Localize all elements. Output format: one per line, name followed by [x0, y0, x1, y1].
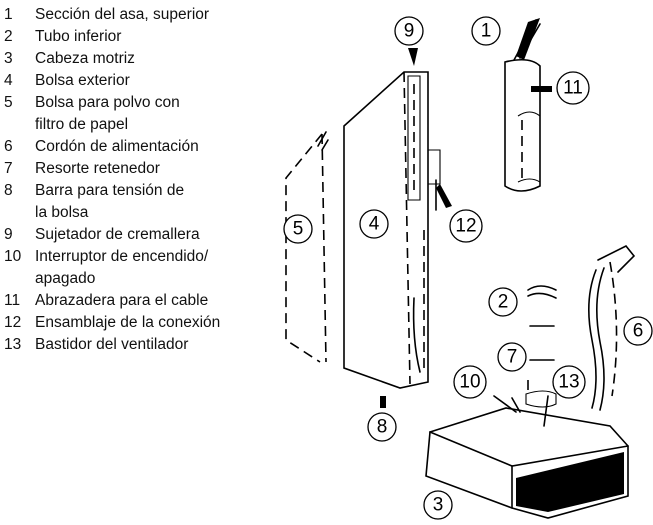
svg-text:8: 8 — [377, 417, 388, 438]
callout-7: 7 — [497, 342, 527, 372]
legend-item: 5 Bolsa para polvo con filtro de papel — [0, 92, 285, 136]
legend-item: 8 Barra para tensión de la bolsa — [0, 180, 285, 224]
svg-text:7: 7 — [507, 347, 518, 368]
legend-label: Resorte retenedor — [35, 160, 160, 177]
legend-number: 5 — [4, 94, 13, 111]
parts-legend: 1 Sección del asa, superior 2 Tubo inferior… — [0, 4, 285, 356]
legend-number: 13 — [4, 336, 22, 353]
svg-text:12: 12 — [455, 216, 476, 237]
legend-number: 4 — [4, 72, 13, 89]
legend-item: 10 Interruptor de encendido/apagado — [0, 246, 285, 290]
legend-item: 4 Bolsa exterior — [0, 70, 285, 92]
svg-text:6: 6 — [633, 321, 644, 342]
legend-label: Abrazadera para el cable — [35, 292, 209, 309]
legend-number: 10 — [4, 248, 22, 265]
legend-item: 2 Tubo inferior — [0, 26, 285, 48]
callout-13: 13 — [552, 365, 586, 399]
outer-bag-part — [343, 48, 452, 389]
legend-label: la bolsa — [35, 204, 89, 221]
legend-number: 1 — [4, 6, 13, 23]
dust-bag-part — [285, 131, 329, 363]
svg-text:5: 5 — [293, 219, 304, 240]
legend-number: 6 — [4, 138, 13, 155]
svg-text:2: 2 — [498, 292, 509, 313]
legend-item: 9 Sujetador de cremallera — [0, 224, 285, 246]
legend-number: 7 — [4, 160, 13, 177]
legend-item: 11 Abrazadera para el cable — [0, 290, 285, 312]
legend-number: 2 — [4, 28, 13, 45]
legend-label: Cordón de alimentación — [35, 138, 199, 155]
upper-handle-part — [504, 18, 552, 192]
motor-head-part — [425, 380, 629, 519]
callout-1: 1 — [471, 16, 501, 46]
callout-6: 6 — [623, 316, 653, 346]
legend-label: Sección del asa, superior — [35, 6, 210, 23]
tension-bar-part — [380, 396, 386, 408]
svg-text:1: 1 — [481, 21, 492, 42]
legend-number: 11 — [4, 292, 21, 309]
legend-label: Cabeza motriz — [35, 50, 135, 67]
svg-text:11: 11 — [563, 78, 583, 99]
legend-label: Interruptor de encendido/ — [35, 248, 209, 265]
svg-text:4: 4 — [369, 214, 380, 235]
callout-10: 10 — [453, 365, 487, 399]
lower-tube-part — [527, 285, 557, 361]
legend-item: 12 Ensamblaje de la conexión — [0, 312, 285, 334]
legend-label: apagado — [35, 270, 96, 287]
legend-label: Bolsa para polvo con — [35, 94, 180, 111]
legend-label: filtro de papel — [35, 116, 129, 133]
legend-number: 3 — [4, 50, 13, 67]
svg-text:13: 13 — [558, 372, 579, 393]
svg-text:3: 3 — [433, 495, 444, 516]
callout-9: 9 — [394, 16, 424, 46]
legend-label: Sujetador de cremallera — [35, 226, 200, 243]
callout-4: 4 — [359, 209, 389, 239]
legend-number: 9 — [4, 226, 13, 243]
callout-8: 8 — [367, 412, 397, 442]
callout-2: 2 — [488, 287, 518, 317]
legend-label: Barra para tensión de — [35, 182, 185, 199]
svg-text:10: 10 — [459, 372, 480, 393]
legend-label: Tubo inferior — [35, 28, 122, 45]
svg-text:9: 9 — [404, 21, 415, 42]
legend-label: Ensamblaje de la conexión — [35, 314, 221, 331]
legend-label: Bolsa exterior — [35, 72, 130, 89]
legend-item: 13 Bastidor del ventilador — [0, 334, 285, 356]
callout-12: 12 — [449, 209, 483, 243]
legend-item: 6 Cordón de alimentación — [0, 136, 285, 158]
legend-number: 12 — [4, 314, 22, 331]
legend-number: 8 — [4, 182, 13, 199]
legend-item: 7 Resorte retenedor — [0, 158, 285, 180]
power-cord-part — [588, 244, 636, 411]
callout-5: 5 — [283, 214, 313, 244]
legend-label: Bastidor del ventilador — [35, 336, 189, 353]
callout-11: 11 — [556, 71, 590, 105]
callout-3: 3 — [423, 490, 453, 520]
legend-item: 1 Sección del asa, superior — [0, 4, 285, 26]
legend-item: 3 Cabeza motriz — [0, 48, 285, 70]
